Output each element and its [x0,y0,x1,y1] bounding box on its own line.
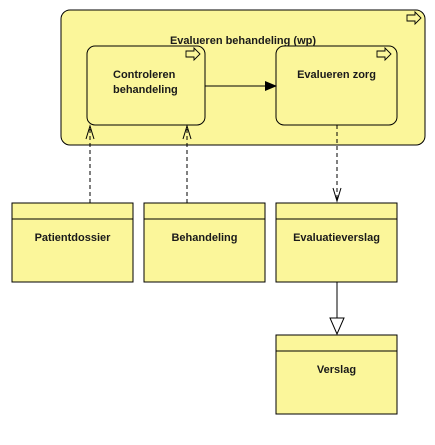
subprocess-controleren-label-line2: behandeling [113,84,178,96]
process-arrow-icon [376,46,392,62]
subprocess-evalueren-zorg-label: Evalueren zorg [297,69,376,81]
object-behandeling[interactable] [143,202,266,283]
access-relation-evaluatieverslag[interactable] [332,125,342,203]
specialization-relation[interactable] [329,282,345,336]
subprocess-controleren-label-line1: Controleren [113,69,176,81]
access-relation-patientdossier[interactable] [85,124,95,203]
object-patientdossier[interactable] [11,202,134,283]
process-arrow-icon [185,46,201,62]
object-evaluatieverslag[interactable] [275,202,398,283]
object-evaluatieverslag-label: Evaluatieverslag [293,232,380,244]
process-title: Evalueren behandeling (wp) [169,35,317,47]
object-patientdossier-label: Patientdossier [34,232,111,244]
object-verslag-label: Verslag [316,364,357,376]
process-arrow-icon [406,10,422,26]
subprocess-evalueren-zorg[interactable] [275,45,398,126]
object-behandeling-label: Behandeling [171,232,238,244]
access-relation-behandeling[interactable] [182,124,192,203]
object-verslag[interactable] [275,334,398,415]
